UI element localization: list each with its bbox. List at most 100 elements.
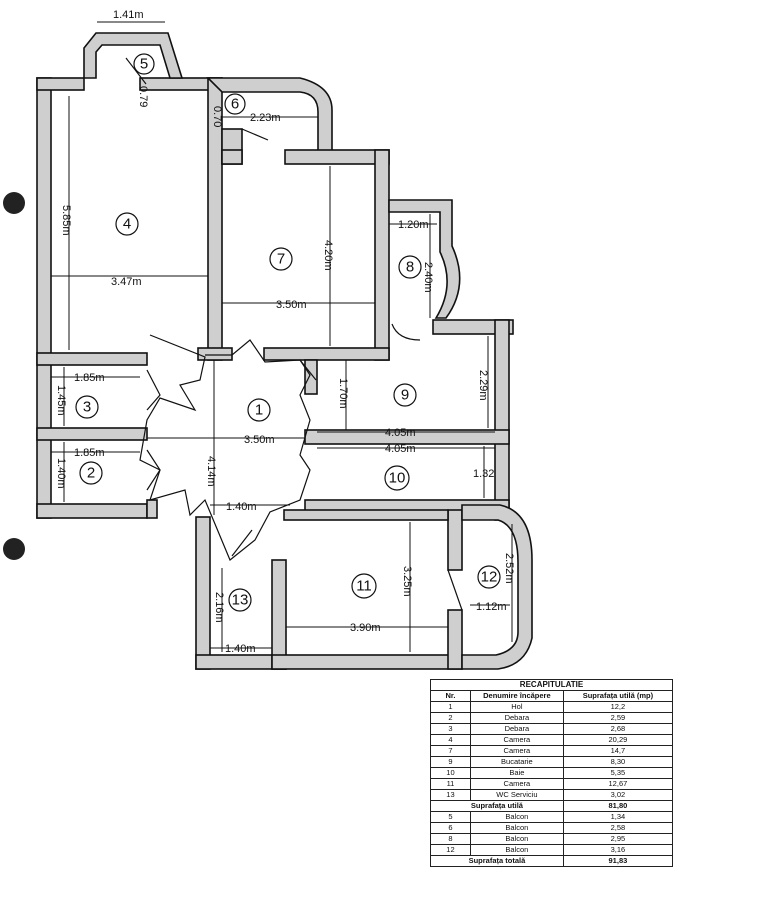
cell-name: Balcon (469, 822, 564, 834)
cell-area: 3,02 (562, 789, 674, 801)
room-marker-13: 13 (228, 588, 252, 612)
recap-header-name: Denumire încăpere (469, 690, 564, 702)
cell-nr: 4 (430, 734, 471, 746)
dim-4-05-b: 4.05m (385, 443, 416, 455)
cell-nr: 5 (430, 811, 471, 823)
room-marker-8: 8 (398, 255, 422, 279)
dim-4-20: 4.20m (322, 240, 334, 271)
total-value: 91,83 (562, 855, 674, 867)
dim-3-90: 3.90m (350, 622, 381, 634)
hall-outline (139, 334, 311, 561)
walls (36, 32, 533, 670)
cell-name: Balcon (469, 811, 564, 823)
dim-1-40-bottom: 1.40m (225, 643, 256, 655)
room-marker-10: 10 (384, 465, 410, 491)
dim-1-40-mid: 1.40m (226, 501, 257, 513)
cell-name: Camera (469, 734, 564, 746)
cell-area: 2,68 (562, 723, 674, 735)
room-marker-4: 4 (115, 212, 139, 236)
svg-text:7: 7 (277, 251, 285, 268)
dim-2-52: 2.52m (503, 553, 515, 584)
svg-text:6: 6 (231, 96, 239, 113)
dim-1-85-a: 1.85m (74, 372, 105, 384)
room-marker-1: 1 (247, 398, 271, 422)
dim-1-12: 1.12m (476, 601, 507, 613)
svg-text:2: 2 (87, 465, 95, 482)
dim-3-50-mid: 3.50m (244, 434, 275, 446)
cell-nr: 9 (430, 756, 471, 768)
svg-text:13: 13 (232, 592, 249, 609)
room-marker-2: 2 (79, 461, 103, 485)
cell-name: Camera (469, 745, 564, 757)
dim-1-32: 1.32 (473, 468, 494, 480)
cell-area: 12,2 (562, 701, 674, 713)
room-marker-5: 5 (133, 53, 155, 75)
dim-1-70: 1.70m (337, 378, 349, 409)
cell-nr: 2 (430, 712, 471, 724)
cell-area: 12,67 (562, 778, 674, 790)
dim-1-45: 1.45m (55, 385, 67, 416)
cell-name: WC Serviciu (469, 789, 564, 801)
cell-area: 2,58 (562, 822, 674, 834)
cell-nr: 13 (430, 789, 471, 801)
dim-3-50-top: 3.50m (276, 299, 307, 311)
dimension-labels: 1.41m 0.79 2.23m 0.70 5.85m 3.47m 4.20m … (55, 9, 515, 655)
dim-2-29: 2.29m (477, 370, 489, 401)
cell-nr: 12 (430, 844, 471, 856)
cell-area: 20,29 (562, 734, 674, 746)
recap-header-nr: Nr. (430, 690, 471, 702)
dim-1-20: 1.20m (398, 219, 429, 231)
dim-5-85: 5.85m (60, 205, 72, 236)
cell-nr: 10 (430, 767, 471, 779)
dimension-lines (51, 21, 513, 652)
subtotal-label: Suprafața utilă (430, 800, 564, 812)
cell-area: 14,7 (562, 745, 674, 757)
dim-0-70: 0.70 (211, 106, 223, 127)
cell-area: 8,30 (562, 756, 674, 768)
dim-1-85-b: 1.85m (74, 447, 105, 459)
dim-1-40-left: 1.40m (55, 458, 67, 489)
subtotal-row: Suprafața utilă 81,80 (430, 800, 674, 812)
cell-name: Bucatarie (469, 756, 564, 768)
cell-nr: 1 (430, 701, 471, 713)
cell-name: Baie (469, 767, 564, 779)
cell-area: 5,35 (562, 767, 674, 779)
total-label: Suprafața totală (430, 855, 564, 867)
punch-hole-bottom (3, 538, 25, 560)
dim-0-79: 0.79 (137, 86, 149, 107)
dim-1-41: 1.41m (113, 9, 144, 21)
dim-3-25: 3.25m (401, 566, 413, 597)
cell-nr: 7 (430, 745, 471, 757)
dim-2-40: 2.40m (422, 262, 434, 293)
svg-text:3: 3 (83, 399, 91, 416)
cell-area: 3,16 (562, 844, 674, 856)
cell-name: Camera (469, 778, 564, 790)
cell-name: Hol (469, 701, 564, 713)
svg-text:8: 8 (406, 259, 414, 276)
recap-title: RECAPITULATIE (430, 679, 673, 691)
room-marker-9: 9 (393, 383, 417, 407)
room-markers: 1 2 3 4 5 6 7 8 9 10 11 12 13 (75, 53, 501, 612)
doors (125, 57, 463, 611)
room-marker-6: 6 (224, 93, 246, 115)
svg-text:4: 4 (123, 216, 131, 233)
svg-text:5: 5 (140, 56, 148, 73)
subtotal-value: 81,80 (562, 800, 674, 812)
cell-area: 2,59 (562, 712, 674, 724)
room-marker-12: 12 (477, 565, 501, 589)
cell-name: Balcon (469, 844, 564, 856)
dim-2-16: 2.16m (213, 592, 225, 623)
dim-4-05-a: 4.05m (385, 427, 416, 439)
svg-text:9: 9 (401, 387, 409, 404)
cell-nr: 3 (430, 723, 471, 735)
room-marker-3: 3 (75, 395, 99, 419)
svg-text:10: 10 (389, 470, 406, 487)
punch-hole-top (3, 192, 25, 214)
dim-3-47: 3.47m (111, 276, 142, 288)
